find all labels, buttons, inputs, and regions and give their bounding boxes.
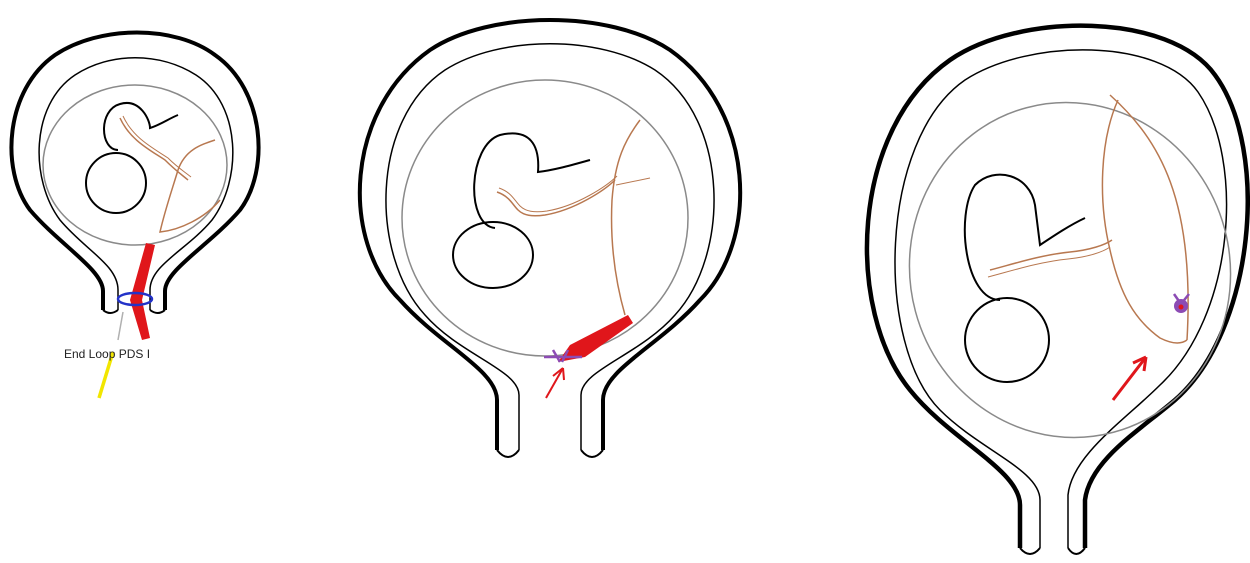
- fetus-body: [965, 175, 1085, 300]
- ligature-knot: [1174, 294, 1189, 313]
- fetus-head: [86, 153, 146, 213]
- placenta: [612, 120, 640, 315]
- fetus-body: [474, 133, 590, 228]
- panel-2: [360, 20, 740, 457]
- fetus-head: [453, 222, 533, 288]
- panel-3: [867, 26, 1250, 554]
- arrow: [1113, 357, 1146, 400]
- uterus-outer-wall: [11, 33, 258, 311]
- panel-1: [11, 33, 258, 399]
- amniotic-sac: [43, 85, 227, 245]
- arrow: [546, 368, 564, 398]
- umbilical-cord: [990, 240, 1112, 270]
- placenta: [160, 140, 220, 232]
- blood-flow: [558, 315, 633, 362]
- fetus-head: [965, 298, 1049, 382]
- end-loop-annotation: End Loop PDS I: [64, 347, 150, 361]
- blood-flow: [130, 243, 155, 340]
- uterus-outer-wall: [867, 26, 1248, 548]
- uterus-inner-wall: [39, 58, 233, 310]
- umbilical-cord: [497, 180, 615, 216]
- amniotic-sac: [402, 80, 688, 356]
- uterus-outer-wall: [360, 20, 740, 450]
